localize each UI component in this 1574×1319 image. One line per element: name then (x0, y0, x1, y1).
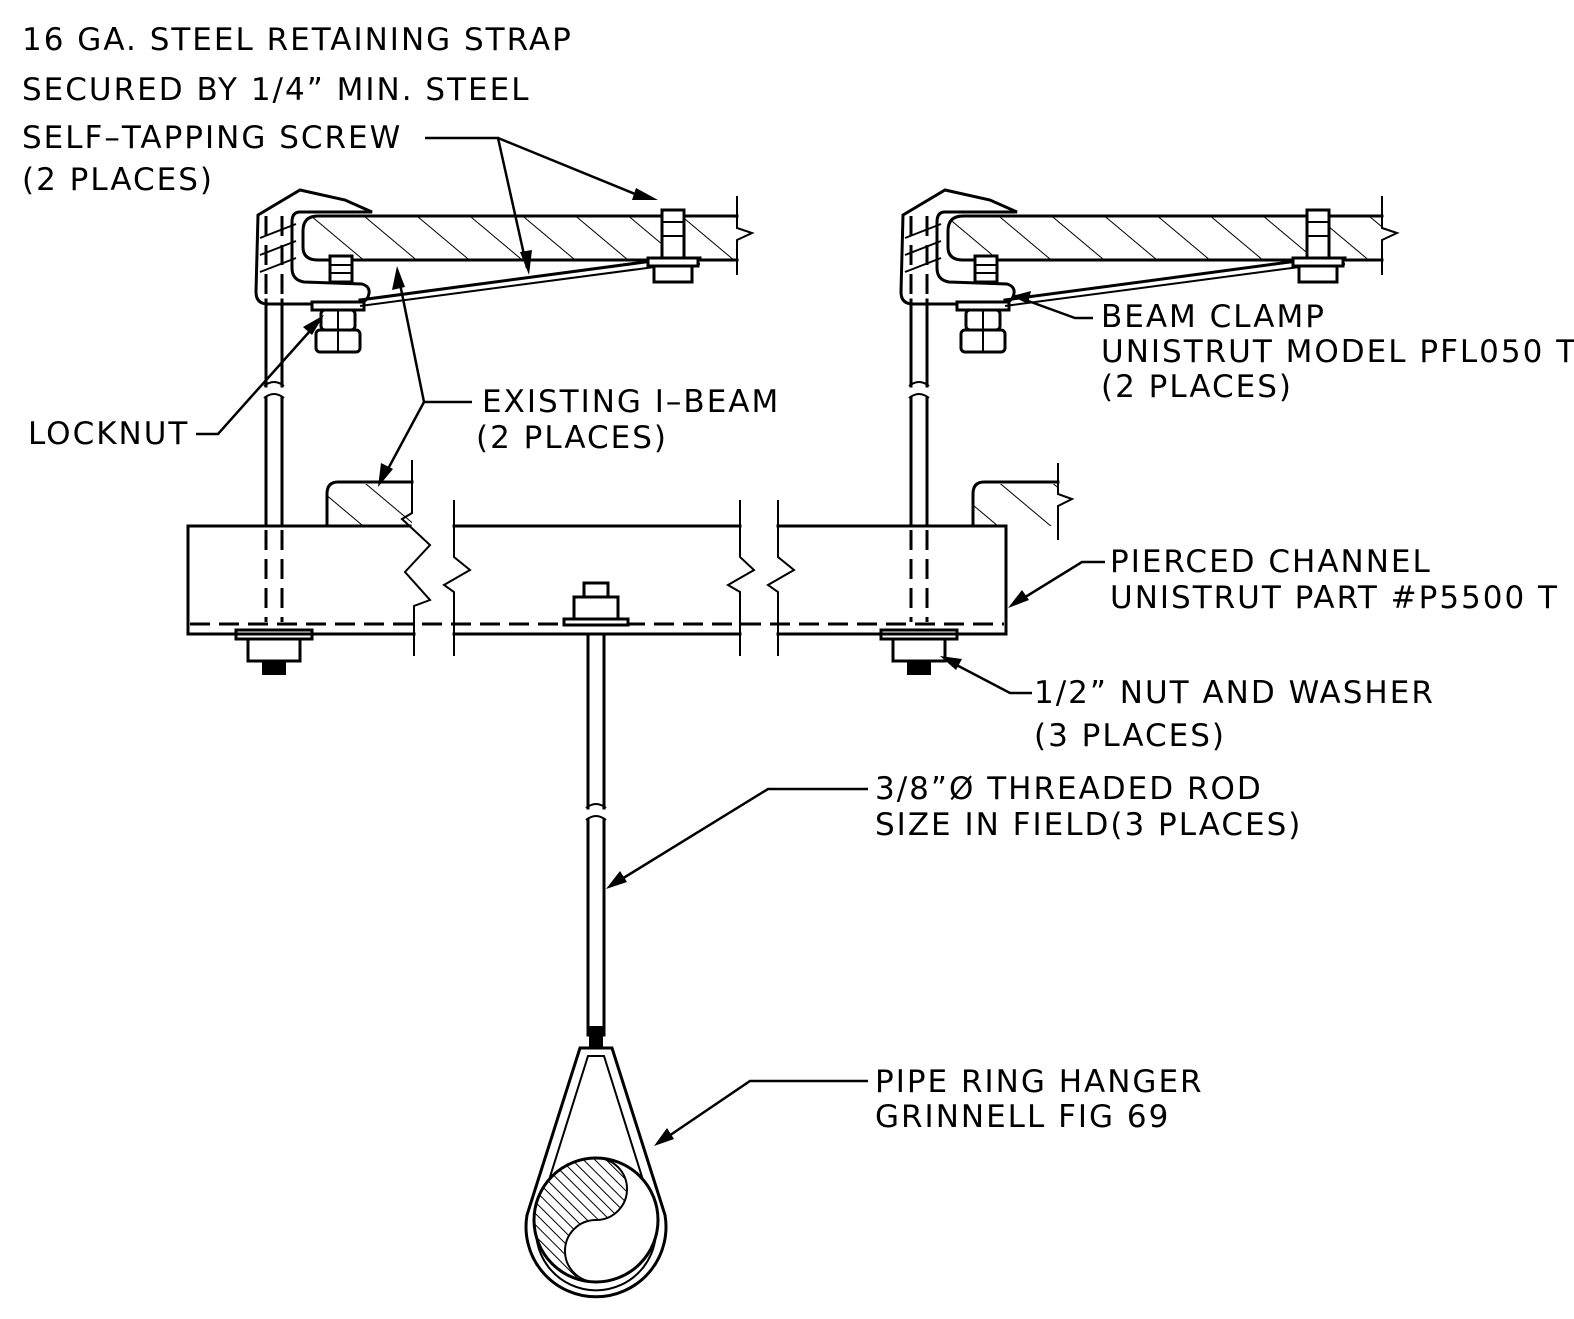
threaded-rod-left (234, 298, 314, 675)
beam-clamp-label-line-2: UNISTRUT MODEL PFL050 T (1101, 334, 1574, 370)
leader-channel (1008, 560, 1105, 608)
beam-clamp-right (899, 188, 1018, 354)
pipe-hanger-label-line-2: GRINNELL FIG 69 (875, 1099, 1170, 1135)
leader-threaded-rod (606, 787, 868, 889)
channel-label-line-2: UNISTRUT PART #P5500 T (1110, 580, 1559, 616)
threaded-rod-label-line-1: 3/8”Ø THREADED ROD (875, 771, 1263, 807)
beam-clamp-label-line-1: BEAM CLAMP (1101, 299, 1326, 335)
pierced-channel (186, 460, 1008, 656)
beam-clamp-left (254, 188, 373, 354)
retaining-strap-right (1003, 208, 1347, 307)
leader-beam-clamp (1012, 291, 1093, 320)
ibeam-label-line-1: EXISTING I–BEAM (482, 384, 780, 420)
leader-ibeam (378, 266, 472, 487)
strap-label-line-3: SELF–TAPPING SCREW (22, 120, 402, 156)
strap-label-line-1: 16 GA. STEEL RETAINING STRAP (22, 22, 573, 58)
threaded-rod-label-line-2: SIZE IN FIELD(3 PLACES) (875, 807, 1302, 843)
nut-washer-label-line-1: 1/2” NUT AND WASHER (1034, 675, 1435, 711)
lower-ibeam-flange-right (971, 463, 1075, 540)
locknut-label: LOCKNUT (28, 416, 189, 452)
retaining-strap-left (358, 208, 702, 307)
pipe-ring-hanger (524, 1046, 668, 1299)
leader-nut-washer (940, 656, 1032, 695)
ibeam-label-line-2: (2 PLACES) (476, 420, 668, 456)
strap-label-line-4: (2 PLACES) (22, 162, 214, 198)
leader-locknut (196, 315, 324, 436)
nut-washer-label-line-2: (3 PLACES) (1034, 718, 1226, 754)
leader-pipe-hanger (654, 1079, 868, 1146)
leader-strap (425, 136, 658, 275)
lower-ibeam-flange-left (325, 480, 414, 528)
threaded-rod-right (879, 298, 959, 675)
channel-label-line-1: PIERCED CHANNEL (1110, 544, 1432, 580)
pipe-hanger-label-line-1: PIPE RING HANGER (875, 1064, 1204, 1100)
hanger-rod-center (585, 632, 607, 1048)
strap-label-line-2: SECURED BY 1/4” MIN. STEEL (22, 72, 530, 108)
beam-clamp-label-line-3: (2 PLACES) (1101, 369, 1293, 405)
